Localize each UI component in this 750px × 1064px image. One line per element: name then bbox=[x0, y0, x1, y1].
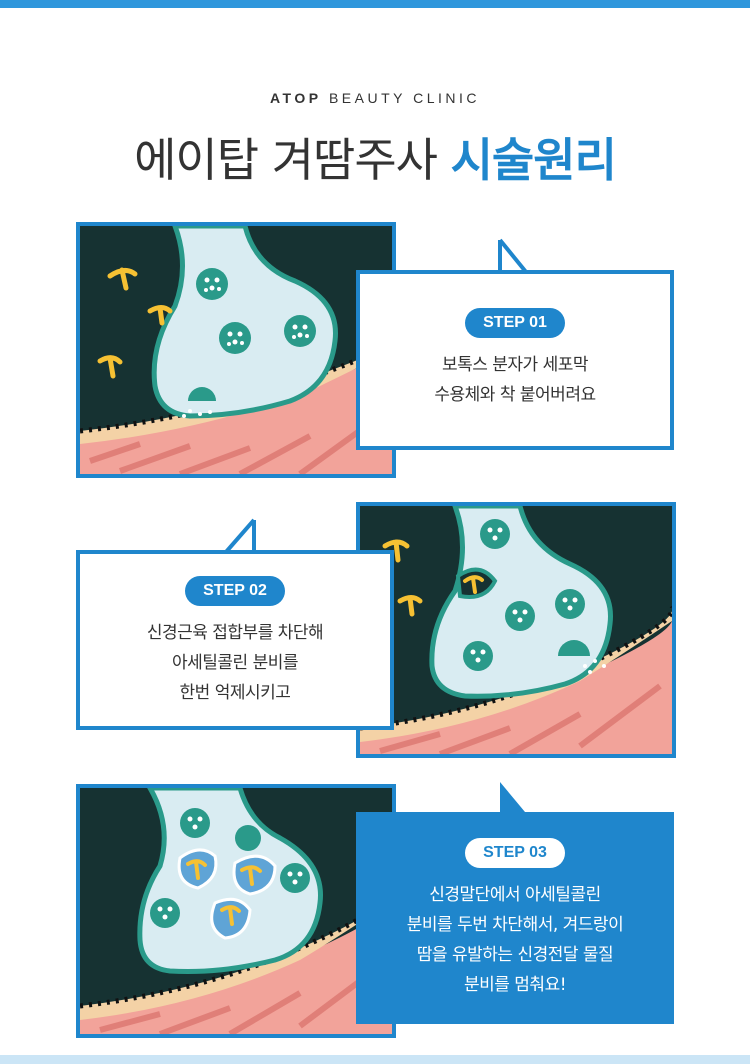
step2-description: 신경근육 접합부를 차단해 아세틸콜린 분비를 한번 억제시키고 bbox=[80, 618, 390, 708]
step2-line: 한번 억제시키고 bbox=[179, 683, 291, 703]
step1-badge: STEP 01 bbox=[465, 308, 565, 338]
step2-line: 아세틸콜린 분비를 bbox=[171, 653, 299, 673]
speech-bubble-tail bbox=[498, 238, 528, 274]
step3-line: 분비를 멈춰요! bbox=[463, 975, 567, 995]
step1-line: 수용체와 착 붙어버려요 bbox=[434, 385, 596, 405]
synapse-illustration bbox=[80, 788, 392, 1034]
step3-description: 신경말단에서 아세틸콜린 분비를 두번 차단해서, 겨드랑이 땀을 유발하는 신… bbox=[360, 880, 670, 1000]
title-highlight: 시술원리 bbox=[450, 133, 617, 187]
step2-bubble: STEP 02 신경근육 접합부를 차단해 아세틸콜린 분비를 한번 억제시키고 bbox=[76, 550, 394, 730]
step3-line: 신경말단에서 아세틸콜린 bbox=[429, 885, 601, 905]
brand-label: ATOP BEAUTY CLINIC bbox=[0, 90, 750, 106]
speech-bubble-tail bbox=[224, 518, 256, 554]
step2-illustration bbox=[356, 502, 676, 758]
step3-badge: STEP 03 bbox=[465, 838, 565, 868]
synapse-illustration bbox=[360, 506, 672, 754]
step3-line: 분비를 두번 차단해서, 겨드랑이 bbox=[406, 915, 624, 935]
step2-line: 신경근육 접합부를 차단해 bbox=[146, 623, 324, 643]
title-regular: 에이탑 겨땀주사 bbox=[134, 133, 438, 187]
brand-rest: BEAUTY CLINIC bbox=[328, 90, 481, 106]
step1-line: 보톡스 분자가 세포막 bbox=[441, 355, 589, 375]
bottom-accent-bar bbox=[0, 1055, 750, 1064]
top-accent-bar bbox=[0, 0, 750, 8]
brand-bold: ATOP bbox=[269, 90, 322, 106]
step2-badge: STEP 02 bbox=[185, 576, 285, 606]
synapse-illustration bbox=[80, 226, 392, 474]
step1-bubble: STEP 01 보톡스 분자가 세포막 수용체와 착 붙어버려요 bbox=[356, 270, 674, 450]
step3-line: 땀을 유발하는 신경전달 물질 bbox=[416, 945, 614, 965]
speech-bubble-tail bbox=[500, 782, 530, 818]
step1-illustration bbox=[76, 222, 396, 478]
step3-bubble: STEP 03 신경말단에서 아세틸콜린 분비를 두번 차단해서, 겨드랑이 땀… bbox=[356, 812, 674, 1024]
page-title: 에이탑 겨땀주사 시술원리 bbox=[0, 124, 750, 190]
step3-illustration bbox=[76, 784, 396, 1038]
step1-description: 보톡스 분자가 세포막 수용체와 착 붙어버려요 bbox=[360, 350, 670, 410]
